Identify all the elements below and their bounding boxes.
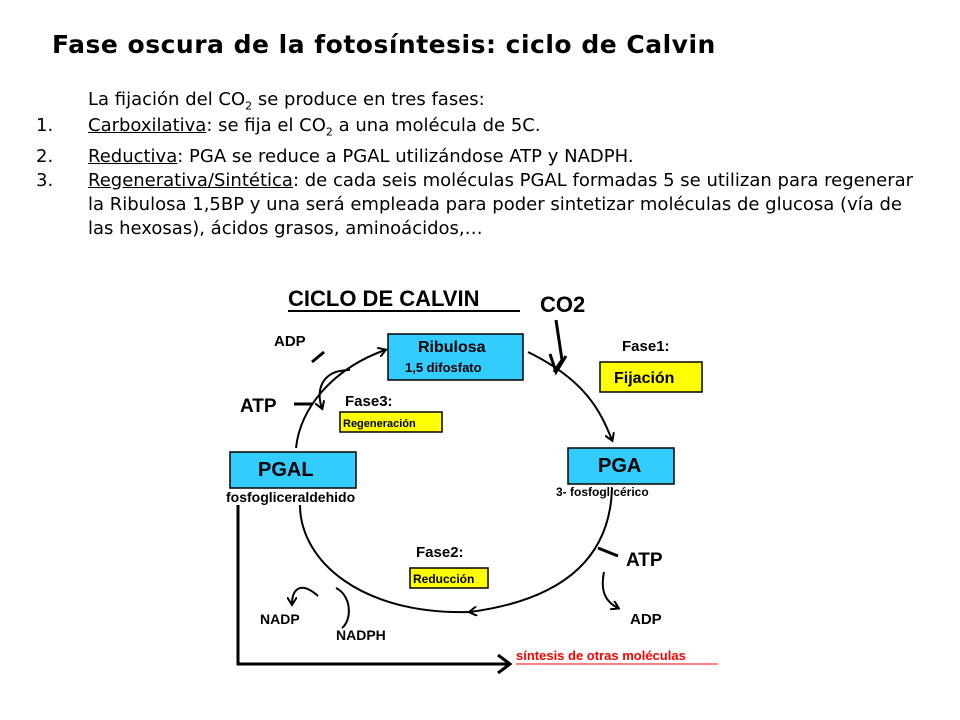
intro-pre: La fijación del CO (88, 89, 246, 110)
co2-arrowhead (548, 353, 568, 376)
fase3-label: Fase3: (345, 393, 393, 410)
phase-text-pre: : PGA se reduce a PGAL utilizándose ATP … (177, 145, 634, 167)
phase-term: Regenerativa/Sintética (88, 169, 293, 191)
list-item: 2. Reductiva: PGA se reduce a PGAL utili… (36, 145, 936, 169)
phase-term: Carboxilativa (88, 115, 207, 136)
nadph-curve (335, 587, 350, 629)
atp-right-tick (597, 546, 619, 558)
fase2-label: Fase2: (416, 544, 464, 561)
fase3-box-text: Regeneración (343, 418, 416, 430)
ribulosa-line2: 1,5 difosfato (405, 360, 482, 375)
pgal-sub: fosfogliceraldehido (226, 489, 355, 505)
intro-sub: 2 (245, 99, 253, 113)
phase-text-pre: : se fija el CO (206, 115, 326, 136)
phase-text-post: a una molécula de 5C. (332, 115, 541, 136)
fase1-label: Fase1: (622, 338, 670, 355)
list-item: 3. Regenerativa/Sintética: de cada seis … (36, 169, 936, 241)
phase-term: Reductiva (88, 145, 178, 167)
sintesis-arrowhead (497, 653, 513, 675)
fase2-box-text: Reducción (413, 572, 474, 586)
list-number: 1. (36, 115, 54, 136)
pga-sub: 3- fosfoglicérico (556, 485, 649, 499)
adp-right-curve (601, 571, 618, 608)
phases-list: 1. Carboxilativa: se fija el CO2 a una m… (36, 114, 936, 241)
diagram-heading: CICLO DE CALVIN (288, 286, 479, 311)
adp-top-tick (311, 350, 325, 364)
list-body: Carboxilativa: se fija el CO2 a una molé… (88, 114, 928, 145)
slide-title: Fase oscura de la fotosíntesis: ciclo de… (52, 30, 716, 59)
sintesis-label: síntesis de otras moléculas (516, 648, 686, 663)
pgal-label: PGAL (258, 459, 314, 481)
sintesis-arrow (236, 505, 508, 666)
ribulosa-line1: Ribulosa (418, 339, 486, 356)
phase-text-pre: : de cada seis moléculas PGAL formadas 5… (88, 169, 914, 239)
intro-text: La fijación del CO2 se produce en tres f… (88, 89, 485, 113)
list-number: 3. (36, 169, 54, 191)
list-body: Reductiva: PGA se reduce a PGAL utilizán… (88, 145, 928, 169)
pga-label: PGA (598, 455, 641, 477)
atp-top-curve (320, 369, 351, 408)
list-number: 2. (36, 145, 54, 167)
list-item: 1. Carboxilativa: se fija el CO2 a una m… (36, 114, 936, 145)
adp-right-label: ADP (630, 611, 662, 628)
arc-pgal-to-ribulosa (295, 350, 385, 449)
list-body: Regenerativa/Sintética: de cada seis mol… (88, 169, 928, 241)
co2-label: CO2 (540, 292, 585, 317)
nadp-label: NADP (260, 611, 300, 627)
fase2-box (409, 567, 489, 589)
fase1-box (599, 361, 703, 393)
phase-text-sub: 2 (325, 125, 333, 139)
atp-right-label: ATP (626, 550, 663, 571)
nadph-label: NADPH (336, 627, 386, 643)
nadp-curve (292, 586, 319, 604)
pga-box (567, 447, 675, 485)
ribulosa-box (387, 333, 524, 381)
arc-ribulosa-to-pga (527, 351, 612, 440)
fase1-box-text: Fijación (614, 370, 674, 387)
arc-pga-to-pgal (470, 487, 613, 612)
adp-top-label: ADP (274, 333, 306, 350)
arc-bottom-left (299, 504, 471, 614)
fase3-box (339, 411, 443, 433)
pgal-box (229, 451, 357, 489)
intro-post: se produce en tres fases: (252, 89, 485, 110)
atp-top-label: ATP (240, 396, 277, 417)
